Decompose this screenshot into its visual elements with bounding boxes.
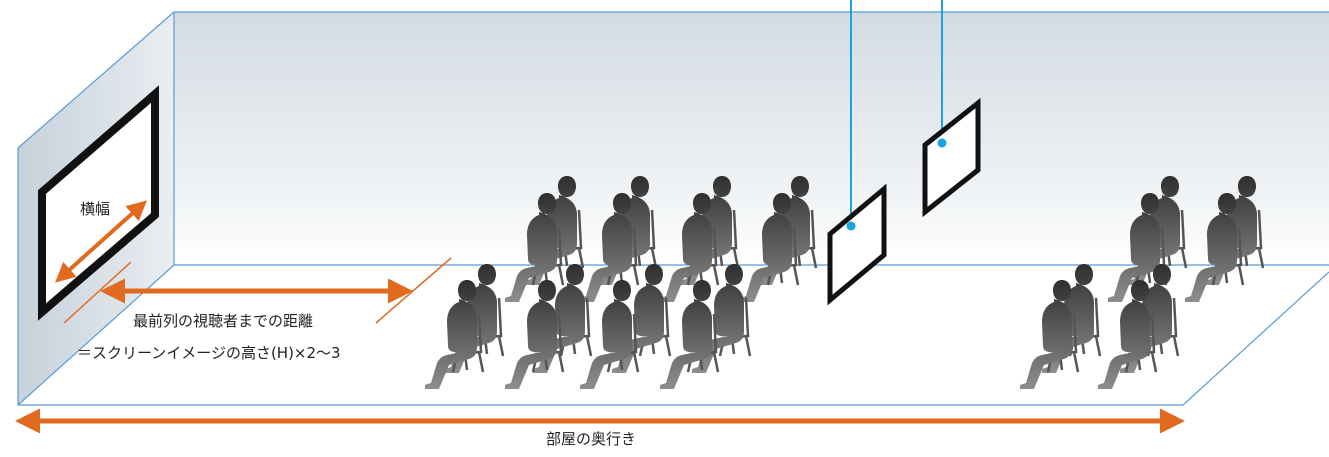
audience [425, 176, 1265, 389]
seated-person [1185, 193, 1245, 302]
seated-person [1098, 280, 1158, 389]
screen-width-arrow [55, 200, 147, 283]
hanging-monitors [827, 0, 981, 306]
viewing-distance-label: 最前列の視聴者までの距離 [133, 312, 314, 330]
seated-person [580, 280, 640, 389]
back-wall [174, 12, 1329, 265]
seated-person [1020, 280, 1080, 389]
room-depth-label: 部屋の奥行き [546, 430, 637, 448]
seated-person [505, 193, 565, 302]
screen-reference-line [63, 261, 132, 324]
seated-person [580, 193, 640, 302]
seated-person [505, 280, 565, 389]
seated-person [660, 193, 720, 302]
viewing-distance-formula: ＝スクリーンイメージの高さ(H)×2〜3 [77, 344, 341, 362]
seated-person [660, 280, 720, 389]
hanging-monitor [827, 183, 887, 306]
front-row-reference-line [375, 257, 452, 324]
seated-person [425, 280, 485, 389]
seated-person [740, 193, 800, 302]
hanging-monitor [922, 97, 981, 218]
screen-width-label: 横幅 [80, 200, 111, 218]
